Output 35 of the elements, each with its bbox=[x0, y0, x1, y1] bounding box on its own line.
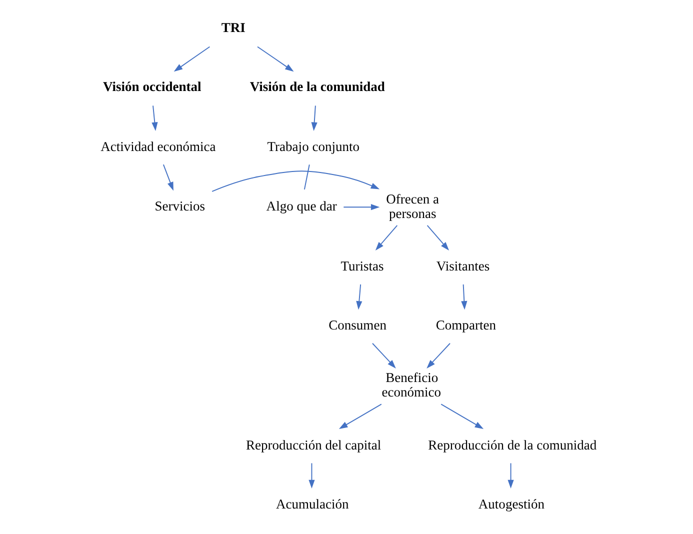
node-text: TRI bbox=[220, 20, 245, 35]
node-text: Trabajo conjunto bbox=[266, 138, 360, 154]
arrow bbox=[426, 224, 449, 251]
arrow bbox=[372, 342, 396, 368]
node-text: Visión de la comunidad bbox=[249, 78, 384, 94]
arrow bbox=[426, 342, 450, 368]
arrow bbox=[173, 46, 210, 72]
arrow bbox=[460, 284, 467, 310]
arrow bbox=[440, 404, 484, 429]
arrow bbox=[151, 105, 158, 132]
arrow bbox=[308, 462, 314, 489]
node-text: Algo que dar bbox=[266, 198, 336, 214]
arrow bbox=[342, 204, 380, 210]
node-text: Acumulación bbox=[275, 496, 348, 512]
arrow bbox=[374, 224, 398, 251]
node-text: Beneficio económico bbox=[381, 370, 441, 400]
connector bbox=[303, 164, 310, 190]
node-text: Visión occidental bbox=[102, 78, 201, 94]
node-text: Reproducción del capital bbox=[246, 437, 381, 452]
arrow bbox=[162, 164, 173, 191]
arrow bbox=[211, 170, 380, 192]
node-text: Autogestión bbox=[478, 496, 544, 512]
node-text: Reproducción de la comunidad bbox=[428, 437, 596, 452]
arrow bbox=[507, 462, 514, 489]
node-text: Servicios bbox=[154, 198, 205, 214]
arrow bbox=[356, 284, 362, 310]
node-text: Visitantes bbox=[436, 258, 490, 274]
node-text: Actividad económica bbox=[100, 138, 216, 154]
node-text: Comparten bbox=[435, 318, 496, 333]
arrow bbox=[338, 404, 382, 429]
node-text: Ofrecen a personas bbox=[386, 191, 439, 221]
arrow bbox=[310, 105, 317, 132]
node-text: Turistas bbox=[340, 258, 384, 274]
node-text: Consumen bbox=[328, 318, 386, 333]
arrow bbox=[256, 46, 294, 72]
